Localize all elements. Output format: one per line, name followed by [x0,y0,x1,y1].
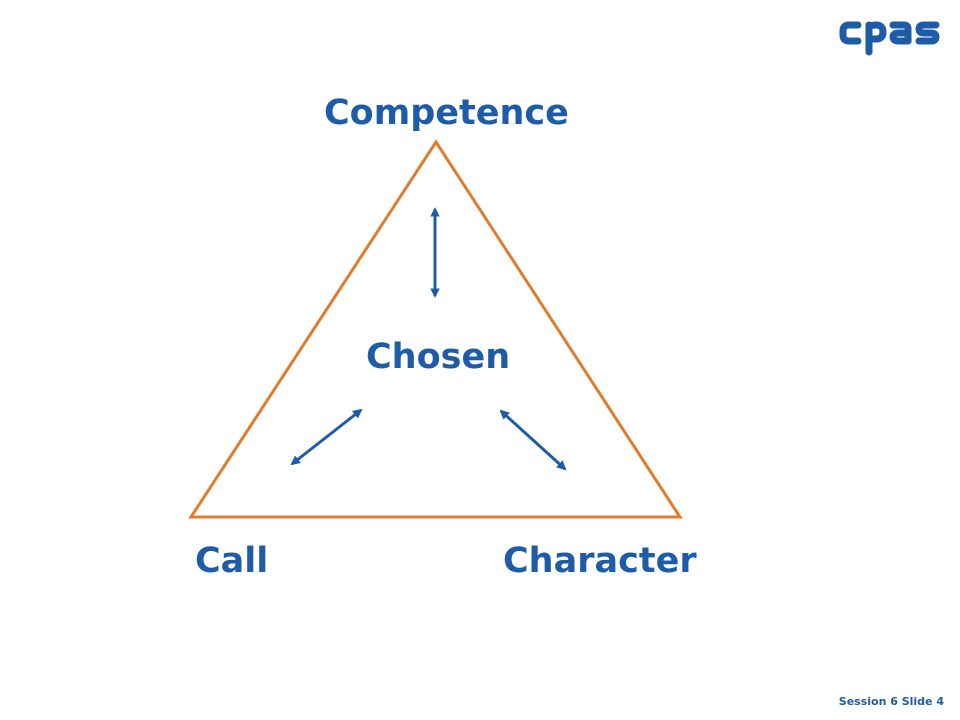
slide-footer: Session 6 Slide 4 [838,695,944,708]
label-competence: Competence [324,93,569,133]
label-call: Call [195,541,269,581]
arrow-chosen-character [499,409,567,471]
arrow-chosen-call [290,408,363,466]
triangle-outline [188,139,683,519]
label-character: Character [503,541,697,581]
cpas-logo-icon [839,21,940,56]
label-chosen: Chosen [366,337,511,377]
